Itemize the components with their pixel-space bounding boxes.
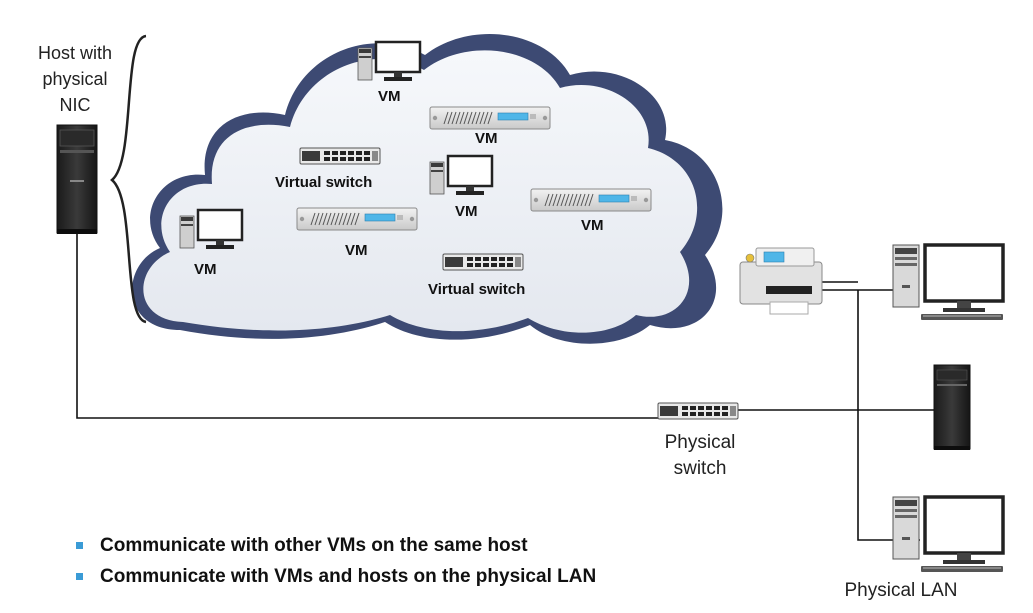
vm-server-appliance-icon: [530, 188, 652, 212]
lan-workstation-icon: [891, 243, 1005, 322]
printer-icon: [739, 247, 823, 315]
host-brace: [110, 34, 147, 324]
host-label-line: Host with: [37, 43, 113, 63]
vm-label: VM: [581, 217, 604, 234]
vm-label: VM: [455, 203, 478, 220]
physical-switch-icon: [657, 402, 739, 420]
vm-label: VM: [378, 88, 401, 105]
virtual-switch-icon: [442, 253, 524, 271]
virtual-host-cloud: [132, 33, 723, 344]
vm-server-appliance-icon: [429, 106, 551, 130]
vm-label: VM: [475, 130, 498, 147]
host-label-line: physical: [42, 69, 108, 89]
host-label-line: NIC: [59, 95, 91, 115]
vm-label: VM: [345, 242, 368, 259]
host-label: Host with physical NIC: [20, 40, 130, 118]
cloud-body: [143, 50, 698, 333]
vm-label: VM: [194, 261, 217, 278]
bullet-item: Communicate with VMs and hosts on the ph…: [74, 561, 596, 592]
lan-tower-pc-icon: [933, 364, 971, 450]
bullet-item: Communicate with other VMs on the same h…: [74, 530, 596, 561]
virtual-switch-label: Virtual switch: [428, 281, 526, 298]
bullet-list: Communicate with other VMs on the same h…: [74, 530, 596, 592]
physical-switch-label: Physical switch: [640, 430, 760, 482]
virtual-switch-icon: [299, 147, 381, 165]
lan-workstation-icon: [891, 495, 1005, 574]
physical-switch-label-line: switch: [673, 458, 727, 479]
physical-lan-label: Physical LAN: [844, 580, 958, 601]
vm-server-appliance-icon: [296, 207, 418, 231]
physical-switch-label-line: Physical: [664, 432, 736, 453]
host-tower-pc-icon: [56, 124, 98, 234]
virtual-switch-label: Virtual switch: [275, 174, 373, 191]
